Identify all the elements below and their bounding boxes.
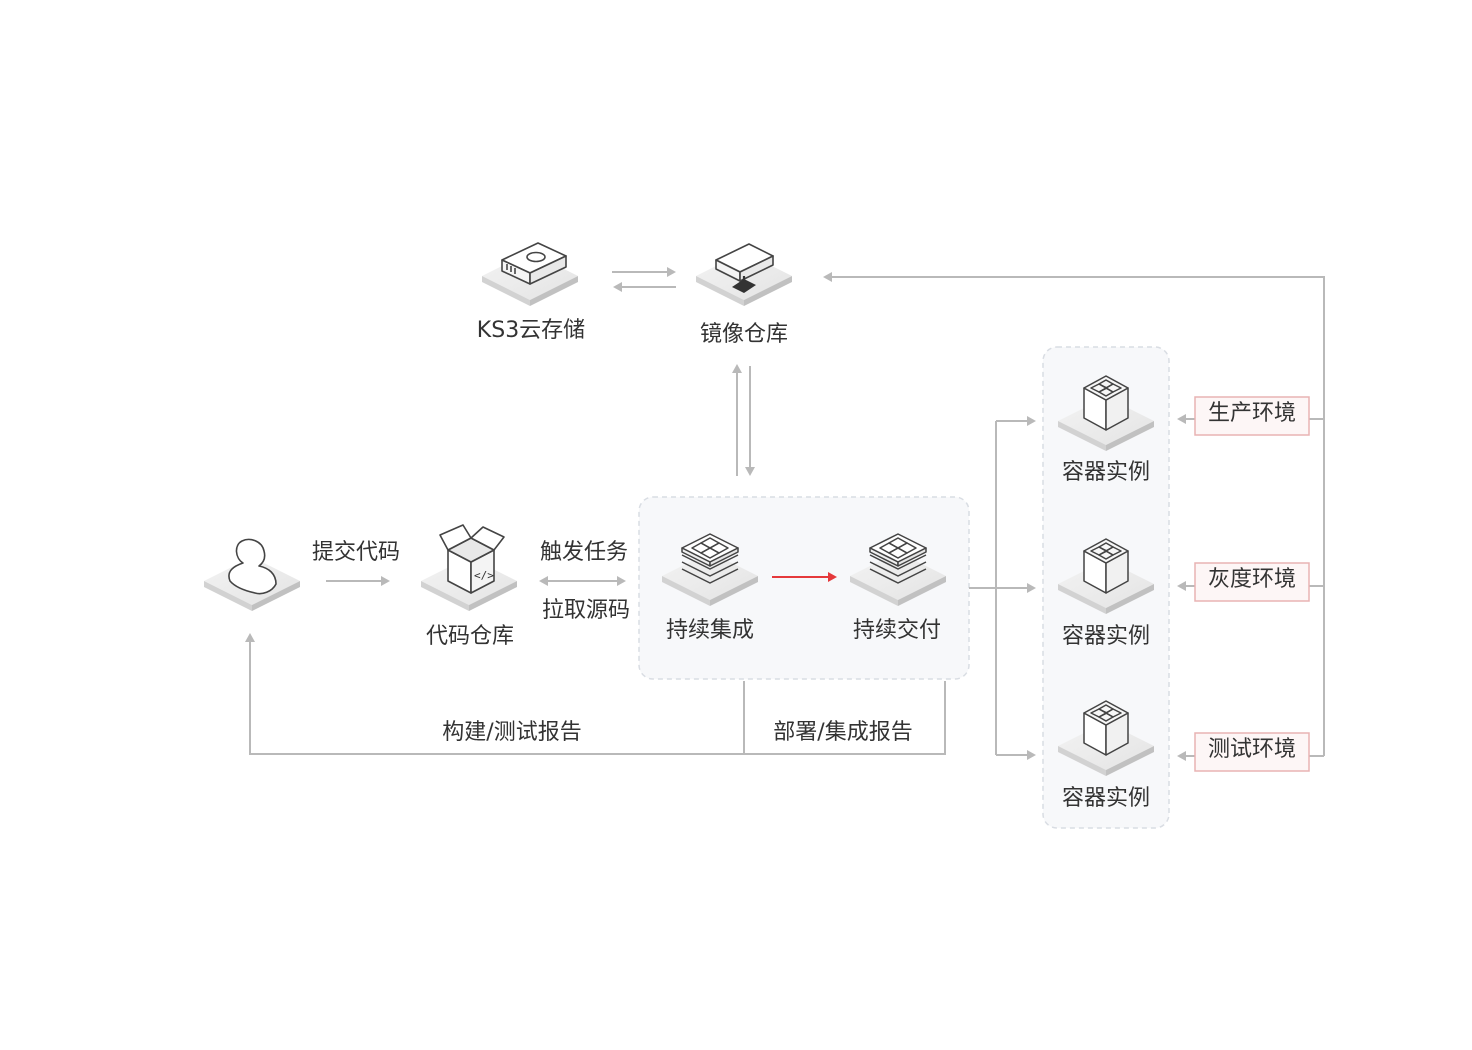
edge-build-test-report-label: 构建/测试报告	[442, 720, 581, 745]
edge-submit-code-label: 提交代码	[312, 540, 400, 565]
stack-layers-icon	[869, 533, 927, 584]
image-registry-icon	[715, 243, 774, 293]
container-2-label: 容器实例	[1062, 624, 1150, 649]
edge-pull-source-label: 拉取源码	[542, 598, 630, 623]
storage-server-icon	[501, 242, 567, 285]
container-cube-icon	[1083, 538, 1129, 594]
connectors	[245, 267, 1325, 761]
code-repo-node[interactable]: </>	[421, 524, 517, 611]
container-node-1[interactable]	[1058, 375, 1154, 451]
user-icon	[228, 538, 277, 595]
container-node-3[interactable]	[1058, 700, 1154, 776]
env-test[interactable]: 测试环境	[1194, 732, 1310, 772]
user-platform	[204, 557, 300, 611]
code-repo-label: 代码仓库	[426, 624, 514, 649]
svg-text:</>: </>	[474, 569, 494, 582]
container-node-2[interactable]	[1058, 538, 1154, 614]
edge-deploy-report-label: 部署/集成报告	[773, 720, 912, 745]
env-production-label: 生产环境	[1208, 401, 1296, 426]
env-production[interactable]: 生产环境	[1194, 396, 1310, 436]
container-cube-icon	[1083, 700, 1129, 756]
ks3-node[interactable]	[482, 242, 578, 306]
env-test-label: 测试环境	[1208, 737, 1296, 762]
env-gray-label: 灰度环境	[1208, 567, 1296, 592]
container-cube-icon	[1083, 375, 1129, 431]
container-3-label: 容器实例	[1062, 786, 1150, 811]
ci-node[interactable]	[662, 533, 758, 606]
stack-layers-icon	[681, 533, 739, 584]
container-1-label: 容器实例	[1062, 460, 1150, 485]
cd-label: 持续交付	[853, 618, 941, 643]
cd-node[interactable]	[850, 533, 946, 606]
ci-label: 持续集成	[666, 618, 754, 643]
env-gray[interactable]: 灰度环境	[1194, 562, 1310, 602]
ks3-label: KS3云存储	[477, 318, 585, 343]
user-node[interactable]	[204, 538, 300, 611]
edge-trigger-task-label: 触发任务	[540, 540, 628, 565]
registry-node[interactable]	[696, 243, 792, 306]
code-box-icon: </>	[439, 524, 505, 594]
registry-label: 镜像仓库	[700, 322, 788, 347]
